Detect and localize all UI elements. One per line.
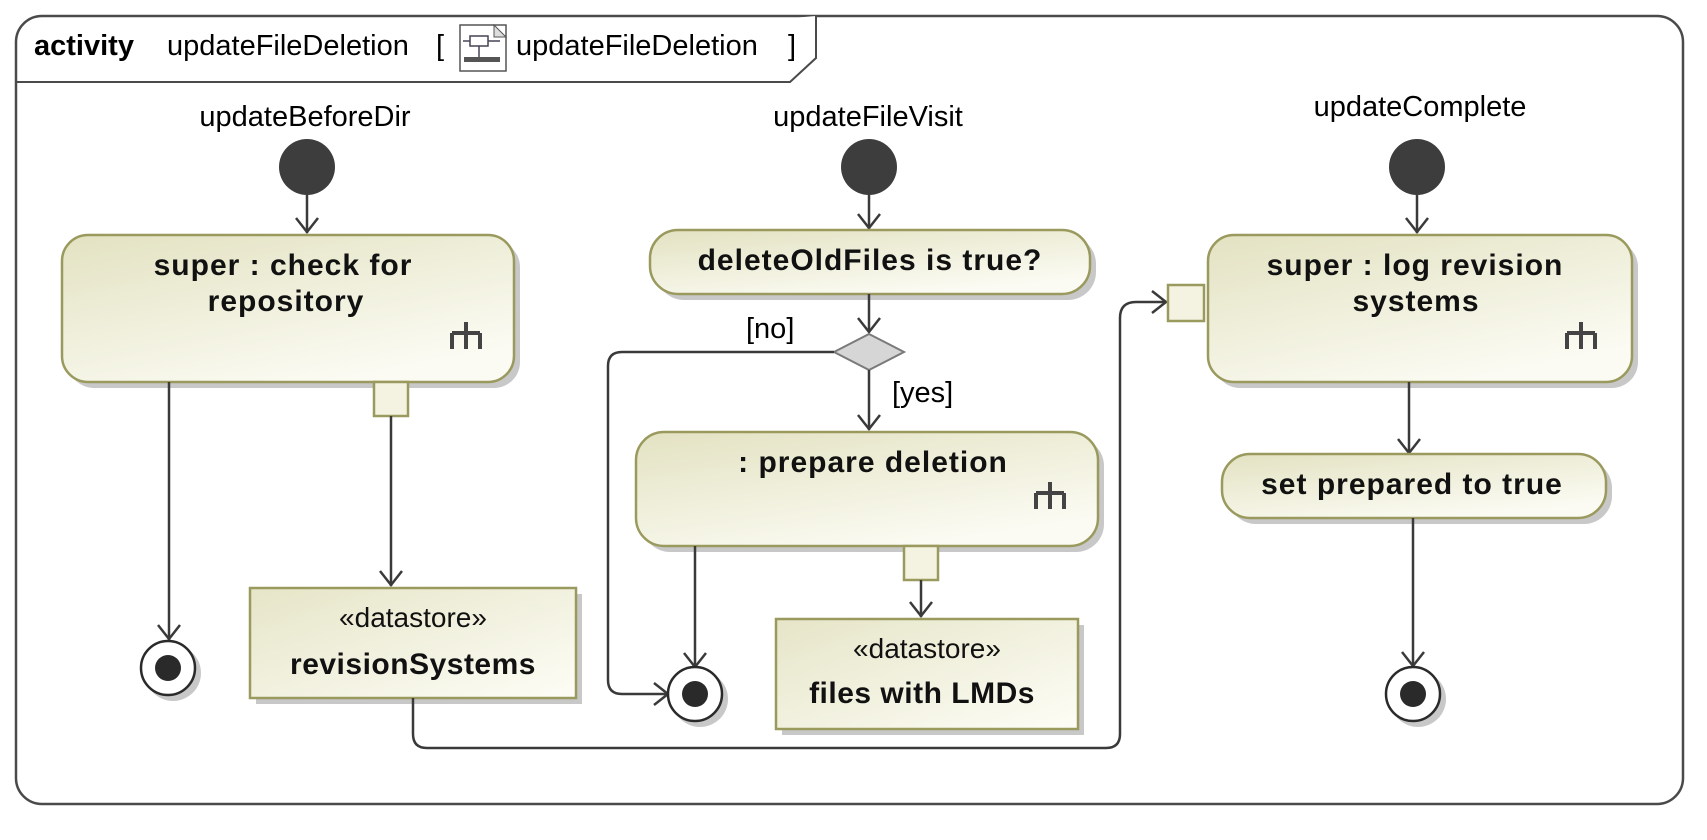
guard-no: [no]	[746, 313, 794, 345]
action-check-for-repository[interactable]	[60, 233, 516, 384]
datastore-files-stereotype: «datastore»	[853, 633, 1001, 664]
frame-open-bracket: [	[436, 30, 444, 62]
arrow-head	[379, 570, 403, 588]
arrow-head	[1405, 217, 1429, 235]
flow-no-to-final	[606, 350, 834, 696]
arrow-head	[909, 601, 933, 619]
initial-label-update-complete: updateComplete	[1314, 91, 1527, 123]
call-behavior-rake-icon	[1565, 322, 1597, 349]
action-log-revision-systems[interactable]	[1206, 233, 1634, 384]
action-set-prepared-label: set prepared to true	[1261, 468, 1563, 501]
datastore-revision-stereotype: «datastore»	[339, 602, 487, 633]
call-behavior-rake-icon	[450, 322, 482, 349]
arrow-head	[857, 317, 881, 335]
initial-node-update-before-dir	[279, 139, 335, 195]
arrow-head	[1151, 290, 1169, 314]
action-delete-old-files-label: deleteOldFiles is true?	[698, 244, 1043, 277]
frame-close-bracket: ]	[788, 30, 796, 62]
action-log-label-line1: super : log revision	[1267, 249, 1564, 282]
final-node-2-inner	[682, 681, 708, 707]
datastore-files-name: files with LMDs	[809, 677, 1035, 710]
flow-revision-to-log-pin	[411, 300, 1166, 750]
initial-node-update-file-visit	[841, 139, 897, 195]
frame-diagram-name: updateFileDeletion	[516, 30, 758, 62]
guard-yes: [yes]	[892, 377, 953, 409]
input-pin-log	[1166, 283, 1206, 323]
action-log-label-line2: systems	[1352, 285, 1479, 318]
initial-label-update-file-visit: updateFileVisit	[773, 101, 963, 133]
output-pin-prepare	[902, 544, 940, 582]
initial-node-update-complete	[1389, 139, 1445, 195]
final-node-3-inner	[1400, 681, 1426, 707]
frame-name: updateFileDeletion	[167, 30, 409, 62]
action-prepare-deletion-label: : prepare deletion	[738, 446, 1008, 479]
datastore-files-with-lmds[interactable]	[774, 617, 1080, 731]
arrow-head	[157, 624, 181, 642]
initial-label-update-before-dir: updateBeforeDir	[199, 101, 411, 133]
frame-tab	[16, 16, 817, 83]
arrow-head	[295, 217, 319, 235]
action-prepare-deletion[interactable]	[634, 430, 1100, 548]
datastore-revision-systems[interactable]	[248, 586, 578, 700]
datastore-revision-name: revisionSystems	[290, 648, 536, 681]
action-check-label-line2: repository	[208, 285, 365, 318]
action-check-label-line1: super : check for	[154, 249, 413, 282]
output-pin-check	[372, 380, 410, 418]
frame-keyword: activity	[34, 30, 134, 62]
activity-diagram-icon	[459, 23, 508, 72]
final-node-1-inner	[155, 655, 181, 681]
arrow-head	[857, 414, 881, 432]
arrow-head	[857, 213, 881, 231]
call-behavior-rake-icon	[1034, 482, 1066, 509]
